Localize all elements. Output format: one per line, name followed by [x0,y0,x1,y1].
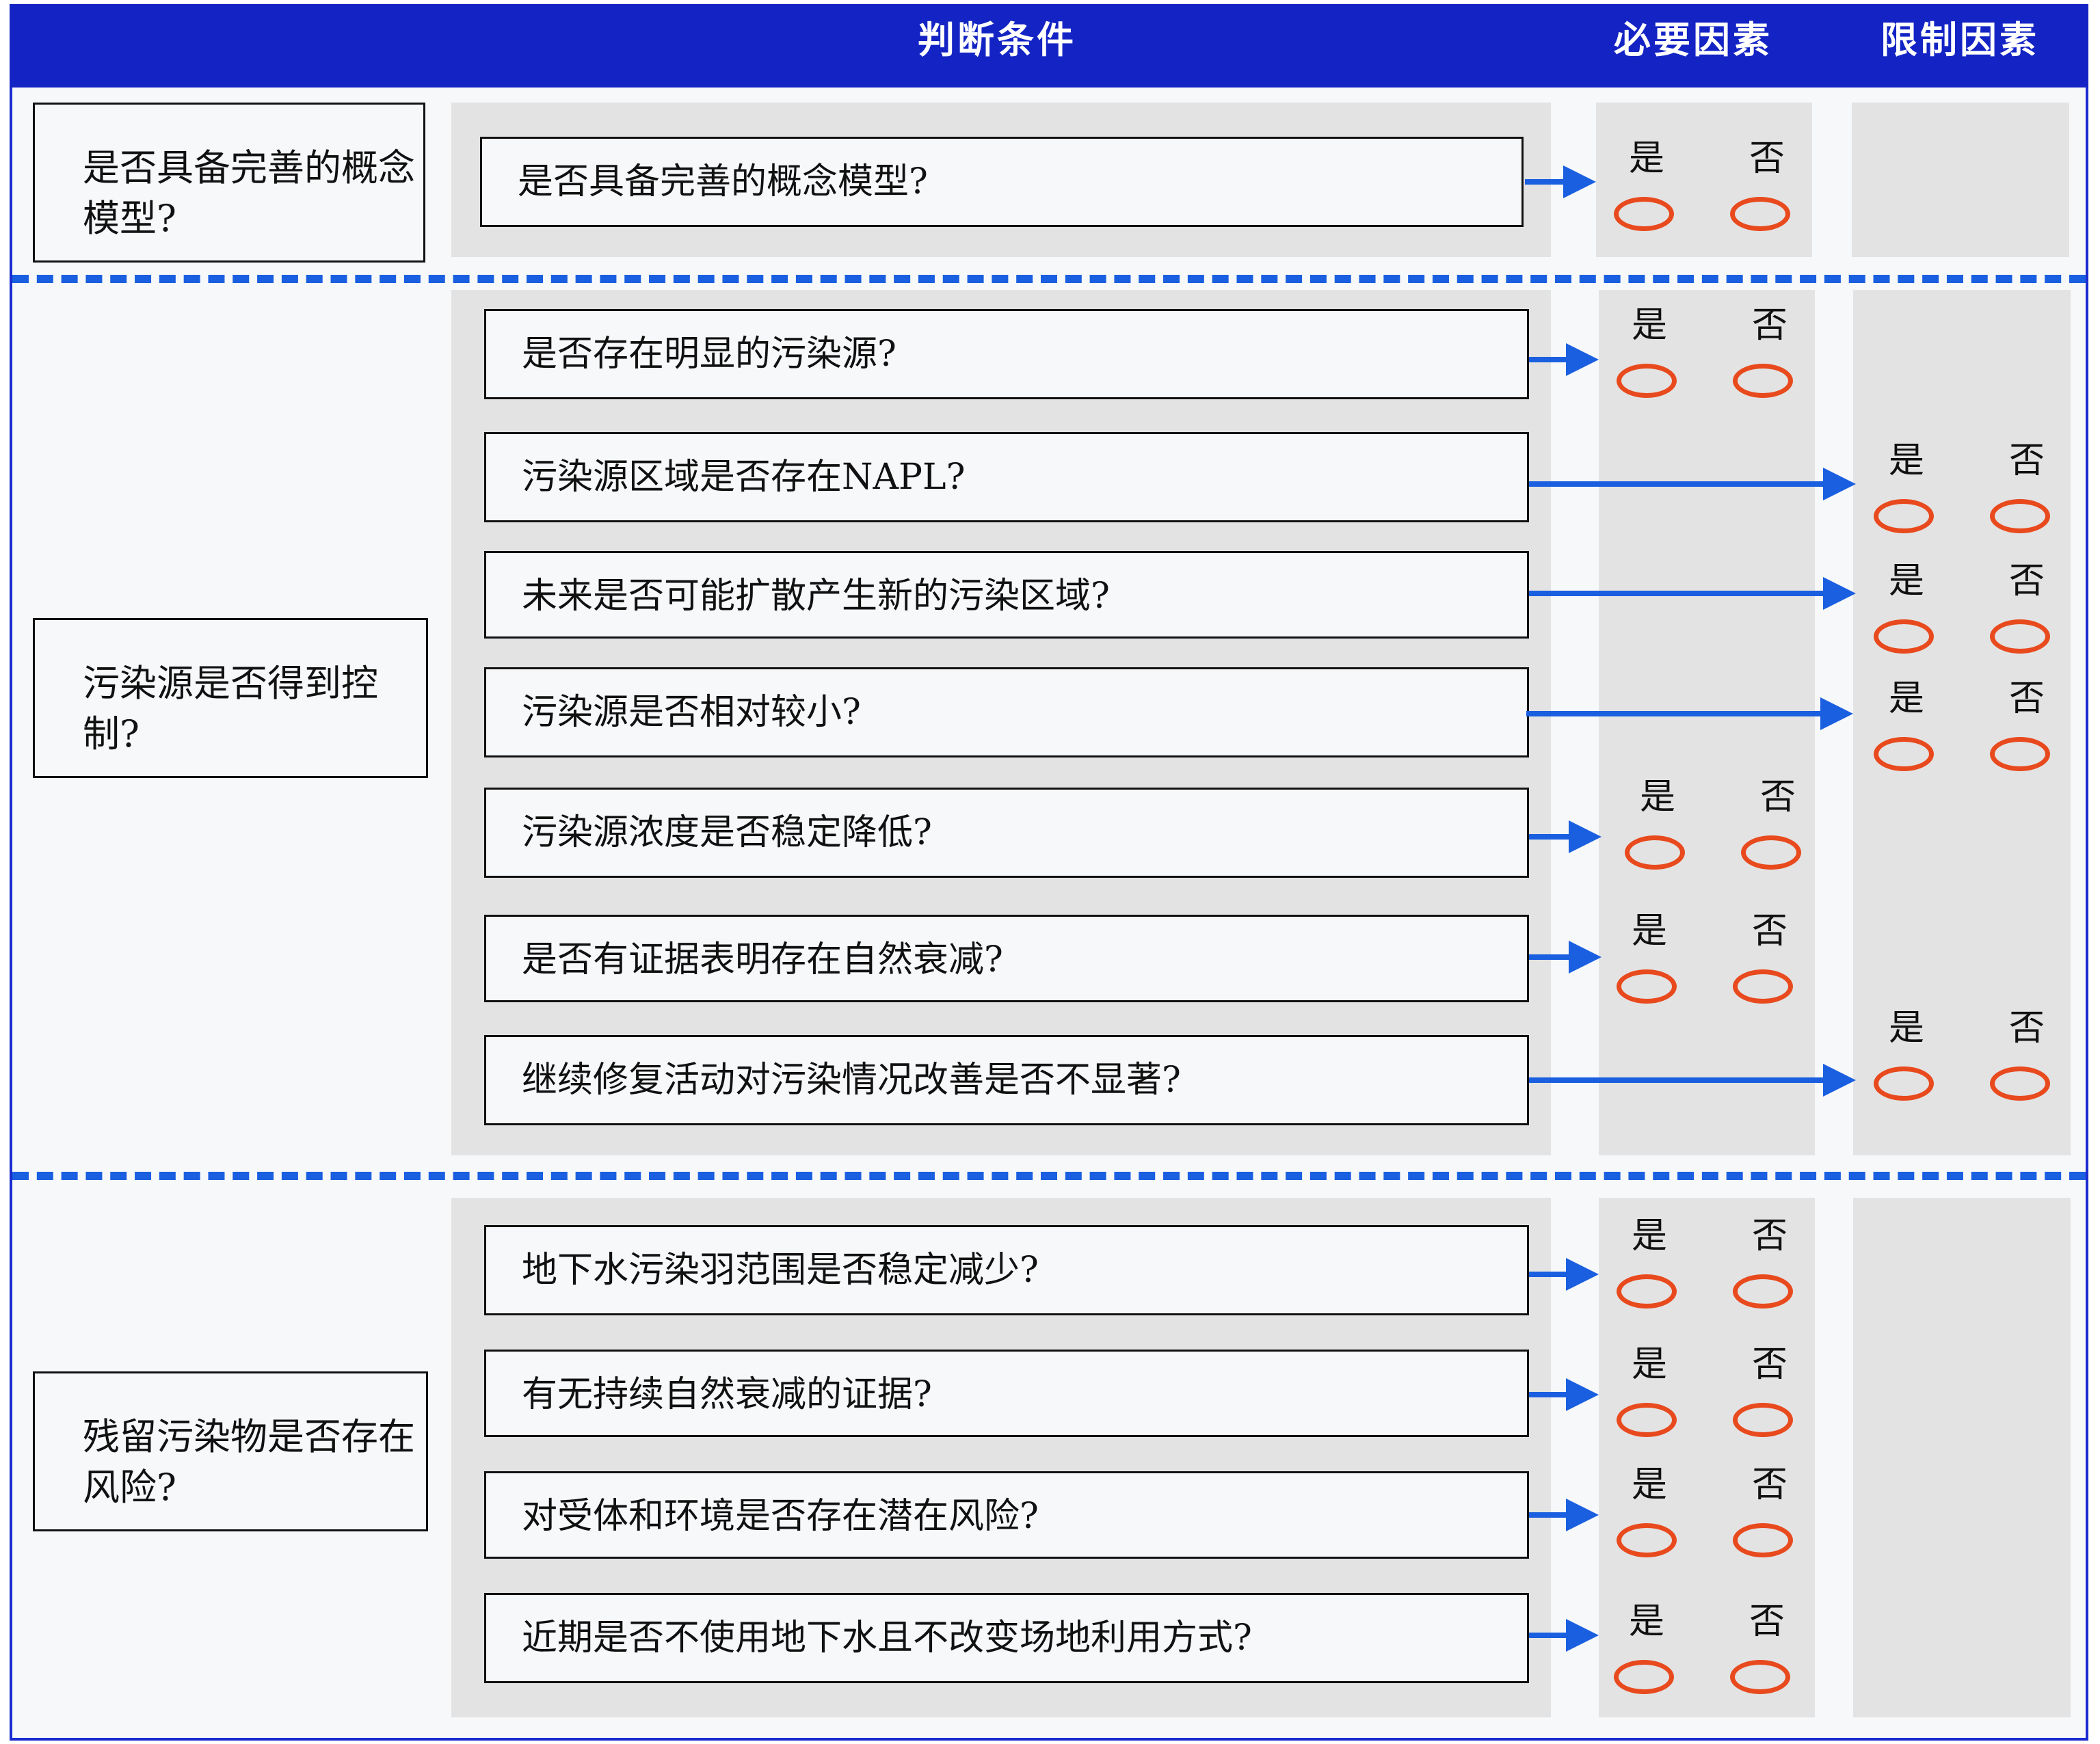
yes-label: 是 [1629,1601,1665,1642]
answer-group-necessary: 是 否 [1617,1464,1793,1563]
condition-box: 继续修复活动对污染情况改善是否不显著? [484,1035,1529,1125]
no-option-circle [1741,835,1801,870]
condition-box: 近期是否不使用地下水且不改变场地利用方式? [484,1593,1529,1683]
yes-label: 是 [1632,911,1668,952]
answer-group-necessary: 是 否 [1625,777,1801,875]
condition-box: 地下水污染羽范围是否稳定减少? [484,1225,1529,1315]
no-option-circle [1990,499,2050,533]
yes-label: 是 [1889,1008,1925,1049]
no-label: 否 [2009,440,2045,481]
yes-label: 是 [1632,1344,1668,1385]
no-label: 否 [1752,911,1788,952]
yes-label: 是 [1632,1216,1668,1257]
no-option-circle [1990,737,2050,771]
no-label: 否 [1749,138,1785,179]
section-divider-1 [12,275,2086,283]
no-label: 否 [1752,305,1788,346]
necessary-panel-2 [1599,290,1815,1155]
answer-group-necessary: 是 否 [1617,305,1793,403]
yes-option-circle [1614,1660,1674,1694]
yes-label: 是 [1889,440,1925,481]
no-option-circle [1730,197,1790,231]
no-option-circle [1733,1274,1793,1309]
header-bar: 判断条件 必要因素 限制因素 [10,4,2088,88]
no-label: 否 [2009,1008,2045,1049]
no-label: 否 [1752,1464,1788,1505]
no-option-circle [1733,969,1793,1004]
no-label: 否 [1752,1216,1788,1257]
condition-box: 污染源区域是否存在NAPL? [484,432,1529,522]
yes-option-circle [1617,1523,1677,1557]
yes-option-circle [1874,737,1934,771]
condition-box: 是否有证据表明存在自然衰减? [484,915,1529,1002]
condition-box: 污染源浓度是否稳定降低? [484,788,1529,878]
no-option-circle [1733,364,1793,398]
yes-option-circle [1625,835,1685,870]
header-necessary-factors: 必要因素 [1614,18,1772,62]
no-label: 否 [1749,1601,1785,1642]
yes-option-circle [1617,1274,1677,1309]
yes-label: 是 [1632,1464,1668,1505]
category-concept-model: 是否具备完善的概念模型? [33,103,425,263]
yes-label: 是 [1629,138,1665,179]
condition-box: 是否具备完善的概念模型? [480,137,1524,227]
condition-box: 有无持续自然衰减的证据? [484,1350,1529,1437]
yes-option-circle [1617,969,1677,1004]
answer-group-necessary: 是 否 [1617,911,1793,1009]
category-source-control: 污染源是否得到控制? [33,618,428,778]
yes-option-circle [1617,1403,1677,1437]
answer-group-limiting: 是 否 [1874,678,2050,777]
necessary-panel-1 [1596,103,1812,257]
limiting-panel-1 [1852,103,2069,257]
category-residual-risk: 残留污染物是否存在风险? [33,1371,428,1531]
no-label: 否 [2009,561,2045,602]
no-label: 否 [1760,777,1796,818]
answer-group-limiting: 是 否 [1874,561,2050,659]
yes-label: 是 [1640,777,1676,818]
yes-label: 是 [1632,305,1668,346]
condition-box: 对受体和环境是否存在潜在风险? [484,1471,1529,1559]
condition-box: 是否存在明显的污染源? [484,309,1529,399]
no-label: 否 [2009,678,2045,719]
yes-option-circle [1874,619,1934,654]
yes-option-circle [1874,1066,1934,1101]
no-option-circle [1733,1403,1793,1437]
no-option-circle [1990,1066,2050,1101]
limiting-panel-2 [1853,290,2071,1155]
condition-box: 污染源是否相对较小? [484,667,1529,757]
yes-label: 是 [1889,678,1925,719]
yes-label: 是 [1889,561,1925,602]
limiting-panel-3 [1853,1198,2071,1717]
yes-option-circle [1617,364,1677,398]
yes-option-circle [1614,197,1674,231]
answer-group-limiting: 是 否 [1874,1008,2050,1106]
answer-group-necessary: 是 否 [1617,1216,1793,1314]
no-option-circle [1730,1660,1790,1694]
answer-group-limiting: 是 否 [1874,440,2050,539]
no-label: 否 [1752,1344,1788,1385]
header-conditions: 判断条件 [918,18,1076,62]
answer-group-necessary: 是 否 [1614,1601,1790,1700]
section-divider-2 [12,1172,2086,1180]
answer-group-necessary: 是 否 [1617,1344,1793,1443]
condition-box: 未来是否可能扩散产生新的污染区域? [484,551,1529,639]
answer-group-necessary: 是 否 [1614,138,1790,237]
no-option-circle [1990,619,2050,654]
no-option-circle [1733,1523,1793,1557]
header-limiting-factors: 限制因素 [1880,18,2039,62]
yes-option-circle [1874,499,1934,533]
